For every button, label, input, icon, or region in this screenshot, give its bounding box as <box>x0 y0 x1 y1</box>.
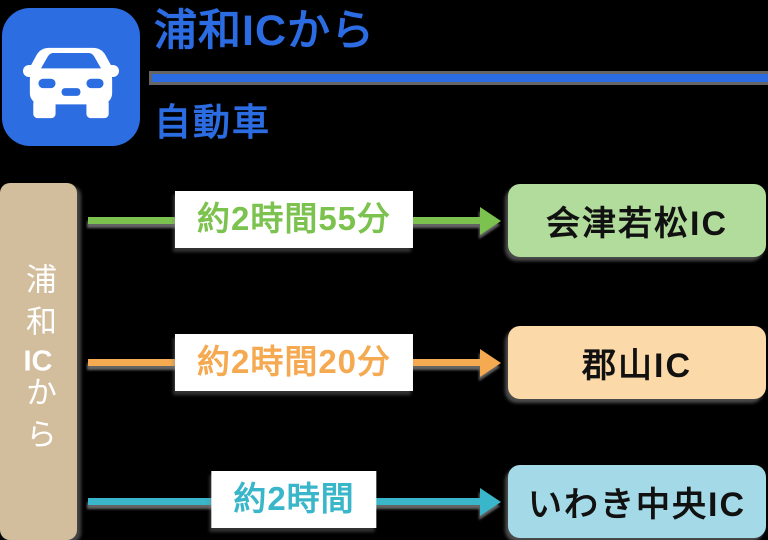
car-icon <box>2 8 140 146</box>
destination-box: 郡山IC <box>508 326 766 399</box>
header-divider <box>152 74 768 82</box>
origin-label-kana: から <box>21 376 56 460</box>
destination-box: いわき中央IC <box>508 465 766 538</box>
origin-bar: 浦和ICから <box>0 183 77 540</box>
duration-label: 約2時間20分 <box>174 334 414 391</box>
destination-box: 会津若松IC <box>508 184 766 257</box>
origin-label-ic: IC <box>23 347 53 376</box>
duration-label: 約2時間55分 <box>174 191 414 248</box>
car-icon-glyph <box>23 47 119 119</box>
transport-mode-label: 自動車 <box>154 102 271 143</box>
origin-label-kanji: 浦和 <box>21 263 56 347</box>
origin-label: 浦和ICから <box>21 263 56 460</box>
page-title: 浦和ICから <box>154 7 375 55</box>
duration-label: 約2時間 <box>211 471 377 528</box>
